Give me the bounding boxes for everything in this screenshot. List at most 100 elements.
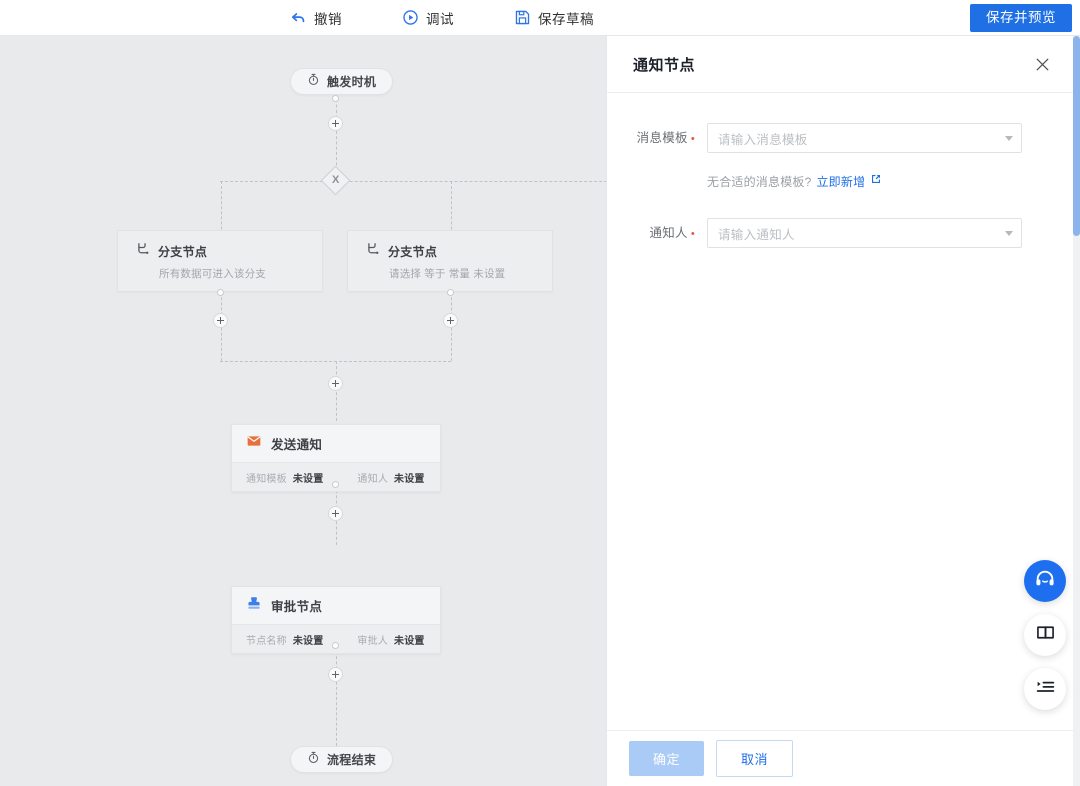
toolbar-actions: 撤销 调试 保存草 xyxy=(290,8,594,28)
connector-line xyxy=(335,99,337,124)
page-scrollbar-thumb[interactable] xyxy=(1073,36,1080,236)
node-start-trigger[interactable]: 触发时机 xyxy=(290,68,394,95)
node-start-label: 触发时机 xyxy=(327,75,377,89)
node-branch-2-subtitle: 请选择 等于 常量 未设置 xyxy=(389,268,506,280)
connector-dot xyxy=(447,289,454,296)
field-value: 未设置 xyxy=(292,635,324,647)
connector-line xyxy=(335,646,337,746)
undo-button[interactable]: 撤销 xyxy=(290,8,342,28)
docs-button[interactable] xyxy=(1024,614,1066,656)
branch-icon xyxy=(136,242,150,261)
required-marker: • xyxy=(690,228,695,240)
node-config-panel: 通知节点 消息模板• 请输入消息模板 xyxy=(606,36,1075,786)
message-template-label-text: 消息模板 xyxy=(636,131,688,145)
cancel-button[interactable]: 取消 xyxy=(716,740,794,777)
node-branch-2[interactable]: 分支节点 请选择 等于 常量 未设置 xyxy=(347,230,553,292)
save-and-preview-button[interactable]: 保存并预览 xyxy=(970,4,1072,33)
node-end-flow[interactable]: 流程结束 xyxy=(290,746,394,773)
create-template-link[interactable]: 立即新增 xyxy=(816,174,866,189)
gateway-symbol: X xyxy=(331,174,340,186)
notify-person-select[interactable]: 请输入通知人 xyxy=(707,218,1022,248)
page-scrollbar[interactable] xyxy=(1073,36,1080,786)
panel-body: 消息模板• 请输入消息模板 无合适的消息模板? 立即新增 xyxy=(607,93,1074,249)
field-value: 未设置 xyxy=(394,635,425,647)
list-icon xyxy=(1035,676,1056,702)
message-template-label: 消息模板• xyxy=(627,123,695,154)
play-circle-icon xyxy=(402,9,419,26)
timer-icon xyxy=(307,73,320,91)
add-node-button-3[interactable] xyxy=(328,506,343,521)
node-branch-2-title: 分支节点 xyxy=(388,245,438,259)
panel-footer: 确定 取消 xyxy=(607,730,1075,786)
connector-dot xyxy=(217,289,224,296)
form-row-hint: 无合适的消息模板? 立即新增 xyxy=(627,164,1022,208)
connector-dot xyxy=(332,642,339,649)
hint-text: 无合适的消息模板? xyxy=(707,174,812,189)
panel-title: 通知节点 xyxy=(633,56,696,74)
save-draft-button[interactable]: 保存草稿 xyxy=(514,8,594,28)
close-icon[interactable] xyxy=(1032,54,1052,74)
save-draft-label: 保存草稿 xyxy=(538,11,594,27)
node-send-notification-head: 发送通知 xyxy=(232,425,440,462)
node-approval-fields: 节点名称 未设置 审批人 未设置 xyxy=(232,624,440,653)
add-node-button-branch-1[interactable] xyxy=(213,313,228,328)
node-end-label: 流程结束 xyxy=(327,753,377,767)
node-branch-1-head: 分支节点 xyxy=(136,242,322,261)
node-approval-head: 审批节点 xyxy=(232,587,440,624)
branch-gateway-node[interactable]: X xyxy=(320,165,351,196)
notify-person-control: 请输入通知人 xyxy=(707,218,1022,248)
undo-icon xyxy=(290,9,307,26)
chevron-down-icon xyxy=(1005,136,1013,141)
notify-person-placeholder: 请输入通知人 xyxy=(718,227,795,242)
add-node-button-2[interactable] xyxy=(328,376,343,391)
hint-control: 无合适的消息模板? 立即新增 xyxy=(707,164,1022,208)
flow-canvas-inner: 触发时机 X xyxy=(0,36,606,786)
add-node-button-1[interactable] xyxy=(328,116,343,131)
undo-label: 撤销 xyxy=(314,11,342,27)
connector-line xyxy=(220,180,606,182)
field-label: 通知模板 xyxy=(246,473,287,485)
field-label: 通知人 xyxy=(357,473,389,485)
book-icon xyxy=(1035,622,1056,648)
top-toolbar: 撤销 调试 保存草 xyxy=(0,0,1080,36)
menu-list-button[interactable] xyxy=(1024,668,1066,710)
create-template-hint: 无合适的消息模板? 立即新增 xyxy=(707,172,1022,190)
headset-icon xyxy=(1034,568,1056,595)
chevron-down-icon xyxy=(1005,231,1013,236)
field-label: 审批人 xyxy=(357,635,389,647)
add-node-button-branch-2[interactable] xyxy=(443,313,458,328)
node-branch-1-title: 分支节点 xyxy=(158,245,208,259)
timer-icon xyxy=(307,751,320,769)
message-template-control: 请输入消息模板 xyxy=(707,123,1022,153)
connector-dot xyxy=(332,95,339,102)
form-row-message-template: 消息模板• 请输入消息模板 xyxy=(627,123,1022,154)
panel-header: 通知节点 xyxy=(607,36,1074,93)
add-node-button-4[interactable] xyxy=(328,667,343,682)
node-branch-2-head: 分支节点 xyxy=(366,242,552,261)
node-branch-1-subtitle: 所有数据可进入该分支 xyxy=(159,268,266,280)
support-button[interactable] xyxy=(1024,560,1066,602)
field-value: 未设置 xyxy=(394,473,425,485)
notify-person-label-text: 通知人 xyxy=(649,226,688,240)
node-approval-title: 审批节点 xyxy=(271,600,323,614)
message-template-placeholder: 请输入消息模板 xyxy=(718,132,808,147)
floating-action-buttons xyxy=(1024,560,1066,722)
required-marker: • xyxy=(690,133,695,145)
debug-button[interactable]: 调试 xyxy=(402,8,454,28)
confirm-button[interactable]: 确定 xyxy=(629,741,705,776)
save-icon xyxy=(514,9,531,26)
form-row-notify-person: 通知人• 请输入通知人 xyxy=(627,218,1022,249)
field-value: 未设置 xyxy=(292,473,324,485)
connector-line xyxy=(335,131,337,181)
node-send-notification-title: 发送通知 xyxy=(271,438,323,452)
flow-canvas[interactable]: 触发时机 X xyxy=(0,36,606,786)
message-template-select[interactable]: 请输入消息模板 xyxy=(707,123,1022,153)
node-branch-1[interactable]: 分支节点 所有数据可进入该分支 xyxy=(117,230,323,292)
debug-label: 调试 xyxy=(426,11,454,27)
stamp-icon xyxy=(246,595,262,616)
branch-icon xyxy=(366,242,380,261)
field-label: 节点名称 xyxy=(246,635,287,647)
connector-dot xyxy=(332,481,339,488)
external-link-icon[interactable] xyxy=(870,172,882,190)
